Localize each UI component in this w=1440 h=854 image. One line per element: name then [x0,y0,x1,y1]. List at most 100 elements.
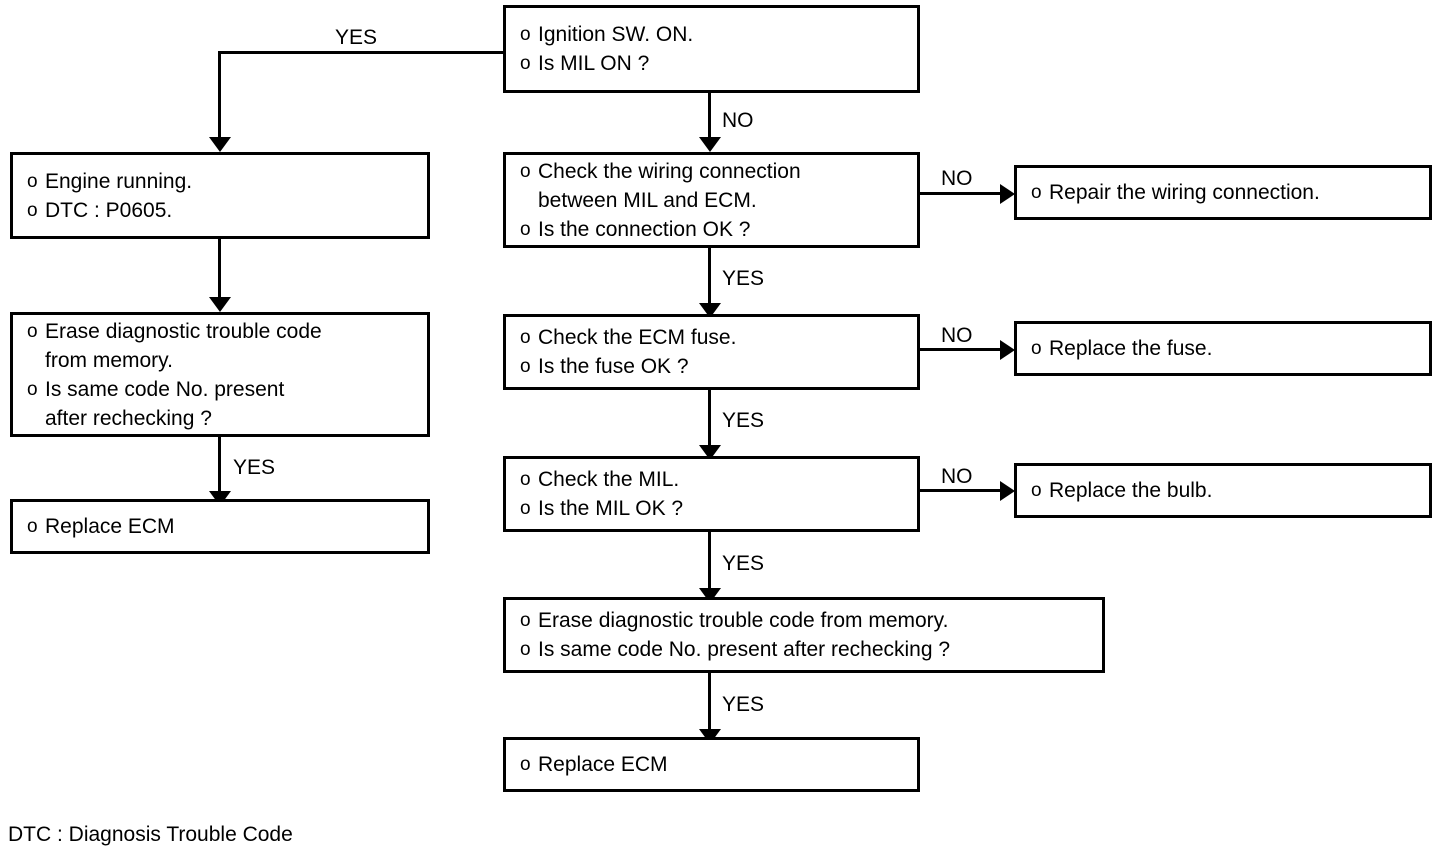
node-text: Is the connection OK ? [538,217,751,241]
edge-label-ignition-no: NO [722,109,754,132]
bullet-icon: o [520,160,531,182]
node-text: Erase diagnostic trouble code [45,319,322,343]
node-text: Check the MIL. [538,468,680,491]
node-text: Check the ECM fuse. [538,326,737,349]
node-check-wiring[interactable]: o Check the wiring connection between MI… [503,152,920,248]
bullet-icon: o [520,469,531,490]
edge-label-mil-yes: YES [722,552,765,575]
arrowhead-engine-to-erase [209,297,231,312]
node-text: Is the MIL OK ? [538,497,684,520]
connector-fuse-no-horizontal [920,348,1008,351]
node-line: o Check the MIL. [506,465,917,494]
edge-label-erase-left-yes: YES [233,456,276,479]
bullet-icon: o [27,199,38,221]
node-text: DTC : P0605. [45,198,173,222]
legend: DTC : Diagnosis Trouble Code ECM : Engin… [8,762,305,854]
bullet-icon: o [520,356,531,377]
node-line: o Is same code No. present after recheck… [506,635,1102,664]
edge-label-mil-no: NO [941,465,973,488]
edge-label-ignition-yes: YES [335,26,378,49]
node-repair-wiring[interactable]: o Repair the wiring connection. [1014,165,1432,220]
node-text: Engine running. [45,169,193,193]
connector-mil-yes-vertical [708,532,711,590]
node-line: o Is the fuse OK ? [506,352,917,381]
connector-mil-no-horizontal [920,489,1008,492]
bullet-icon: o [520,218,531,240]
node-line: between MIL and ECM. [506,186,917,215]
node-line: o Is same code No. present [13,375,427,404]
node-line: o Is the connection OK ? [506,215,917,244]
node-line: after rechecking ? [13,404,427,433]
node-text: Is same code No. present [45,377,285,401]
node-line: o Replace ECM [13,512,427,541]
bullet-icon: o [520,610,531,631]
node-replace-ecm-left[interactable]: o Replace ECM [10,499,430,554]
arrowhead-wiring-no [1000,184,1015,204]
connector-fuse-yes-vertical [708,390,711,447]
node-line: o Is the MIL OK ? [506,494,917,523]
edge-label-fuse-no: NO [941,324,973,347]
node-line: o DTC : P0605. [13,196,427,225]
bullet-icon: o [27,516,38,537]
node-check-mil[interactable]: o Check the MIL. o Is the MIL OK ? [503,456,920,532]
bullet-icon: o [520,754,531,775]
node-line: o Repair the wiring connection. [1017,178,1429,207]
edge-label-erase-center-yes: YES [722,693,765,716]
node-text: Ignition SW. ON. [538,23,694,46]
node-line: o Erase diagnostic trouble code from mem… [506,606,1102,635]
bullet-icon: o [1031,338,1042,359]
node-line: o Erase diagnostic trouble code [13,317,427,346]
bullet-icon: o [520,327,531,348]
connector-wiring-no-horizontal [920,192,1008,195]
node-line: o Is MIL ON ? [506,49,917,78]
node-text: Is same code No. present after recheckin… [538,638,951,661]
node-line: o Check the ECM fuse. [506,323,917,352]
node-engine-running[interactable]: o Engine running. o DTC : P0605. [10,152,430,239]
connector-erase-left-yes-vertical [218,437,221,493]
node-erase-code-left[interactable]: o Erase diagnostic trouble code from mem… [10,312,430,437]
node-text: Is the fuse OK ? [538,355,689,378]
node-text: Is MIL ON ? [538,52,650,75]
node-ignition-switch[interactable]: o Ignition SW. ON. o Is MIL ON ? [503,5,920,93]
node-text: between MIL and ECM. [538,188,757,212]
node-replace-bulb[interactable]: o Replace the bulb. [1014,463,1432,518]
bullet-icon: o [1031,182,1042,203]
arrowhead-ignition-no [699,137,721,152]
connector-ignition-yes-horizontal [220,51,505,54]
node-text: after rechecking ? [45,406,212,430]
edge-label-wiring-no: NO [941,167,973,190]
node-replace-ecm-center[interactable]: o Replace ECM [503,737,920,792]
edge-label-fuse-yes: YES [722,409,765,432]
node-text: Replace ECM [45,515,175,538]
connector-wiring-yes-vertical [708,248,711,305]
legend-item-dtc: DTC : Diagnosis Trouble Code [8,823,293,846]
node-line: o Check the wiring connection [506,157,917,186]
bullet-icon: o [520,639,531,660]
node-text: Check the wiring connection [538,159,801,183]
connector-ignition-no-vertical [708,92,711,139]
bullet-icon: o [27,320,38,342]
connector-engine-to-erase-vertical [218,239,221,299]
bullet-icon: o [520,24,531,45]
edge-label-wiring-yes: YES [722,267,765,290]
node-erase-code-center[interactable]: o Erase diagnostic trouble code from mem… [503,597,1105,673]
arrowhead-fuse-no [1000,340,1015,360]
node-line: o Ignition SW. ON. [506,20,917,49]
bullet-icon: o [27,378,38,400]
node-text: Replace the fuse. [1049,337,1213,360]
node-replace-fuse[interactable]: o Replace the fuse. [1014,321,1432,376]
arrowhead-ignition-yes [209,137,231,152]
node-line: o Engine running. [13,167,427,196]
node-text: from memory. [45,348,173,372]
connector-ignition-yes-vertical [218,51,221,139]
bullet-icon: o [1031,480,1042,501]
arrowhead-mil-no [1000,481,1015,501]
node-line: o Replace the fuse. [1017,334,1429,363]
node-line: from memory. [13,346,427,375]
node-text: Repair the wiring connection. [1049,181,1320,204]
bullet-icon: o [520,498,531,519]
bullet-icon: o [27,170,38,192]
node-check-ecm-fuse[interactable]: o Check the ECM fuse. o Is the fuse OK ? [503,314,920,390]
connector-erase-center-yes-vertical [708,673,711,731]
